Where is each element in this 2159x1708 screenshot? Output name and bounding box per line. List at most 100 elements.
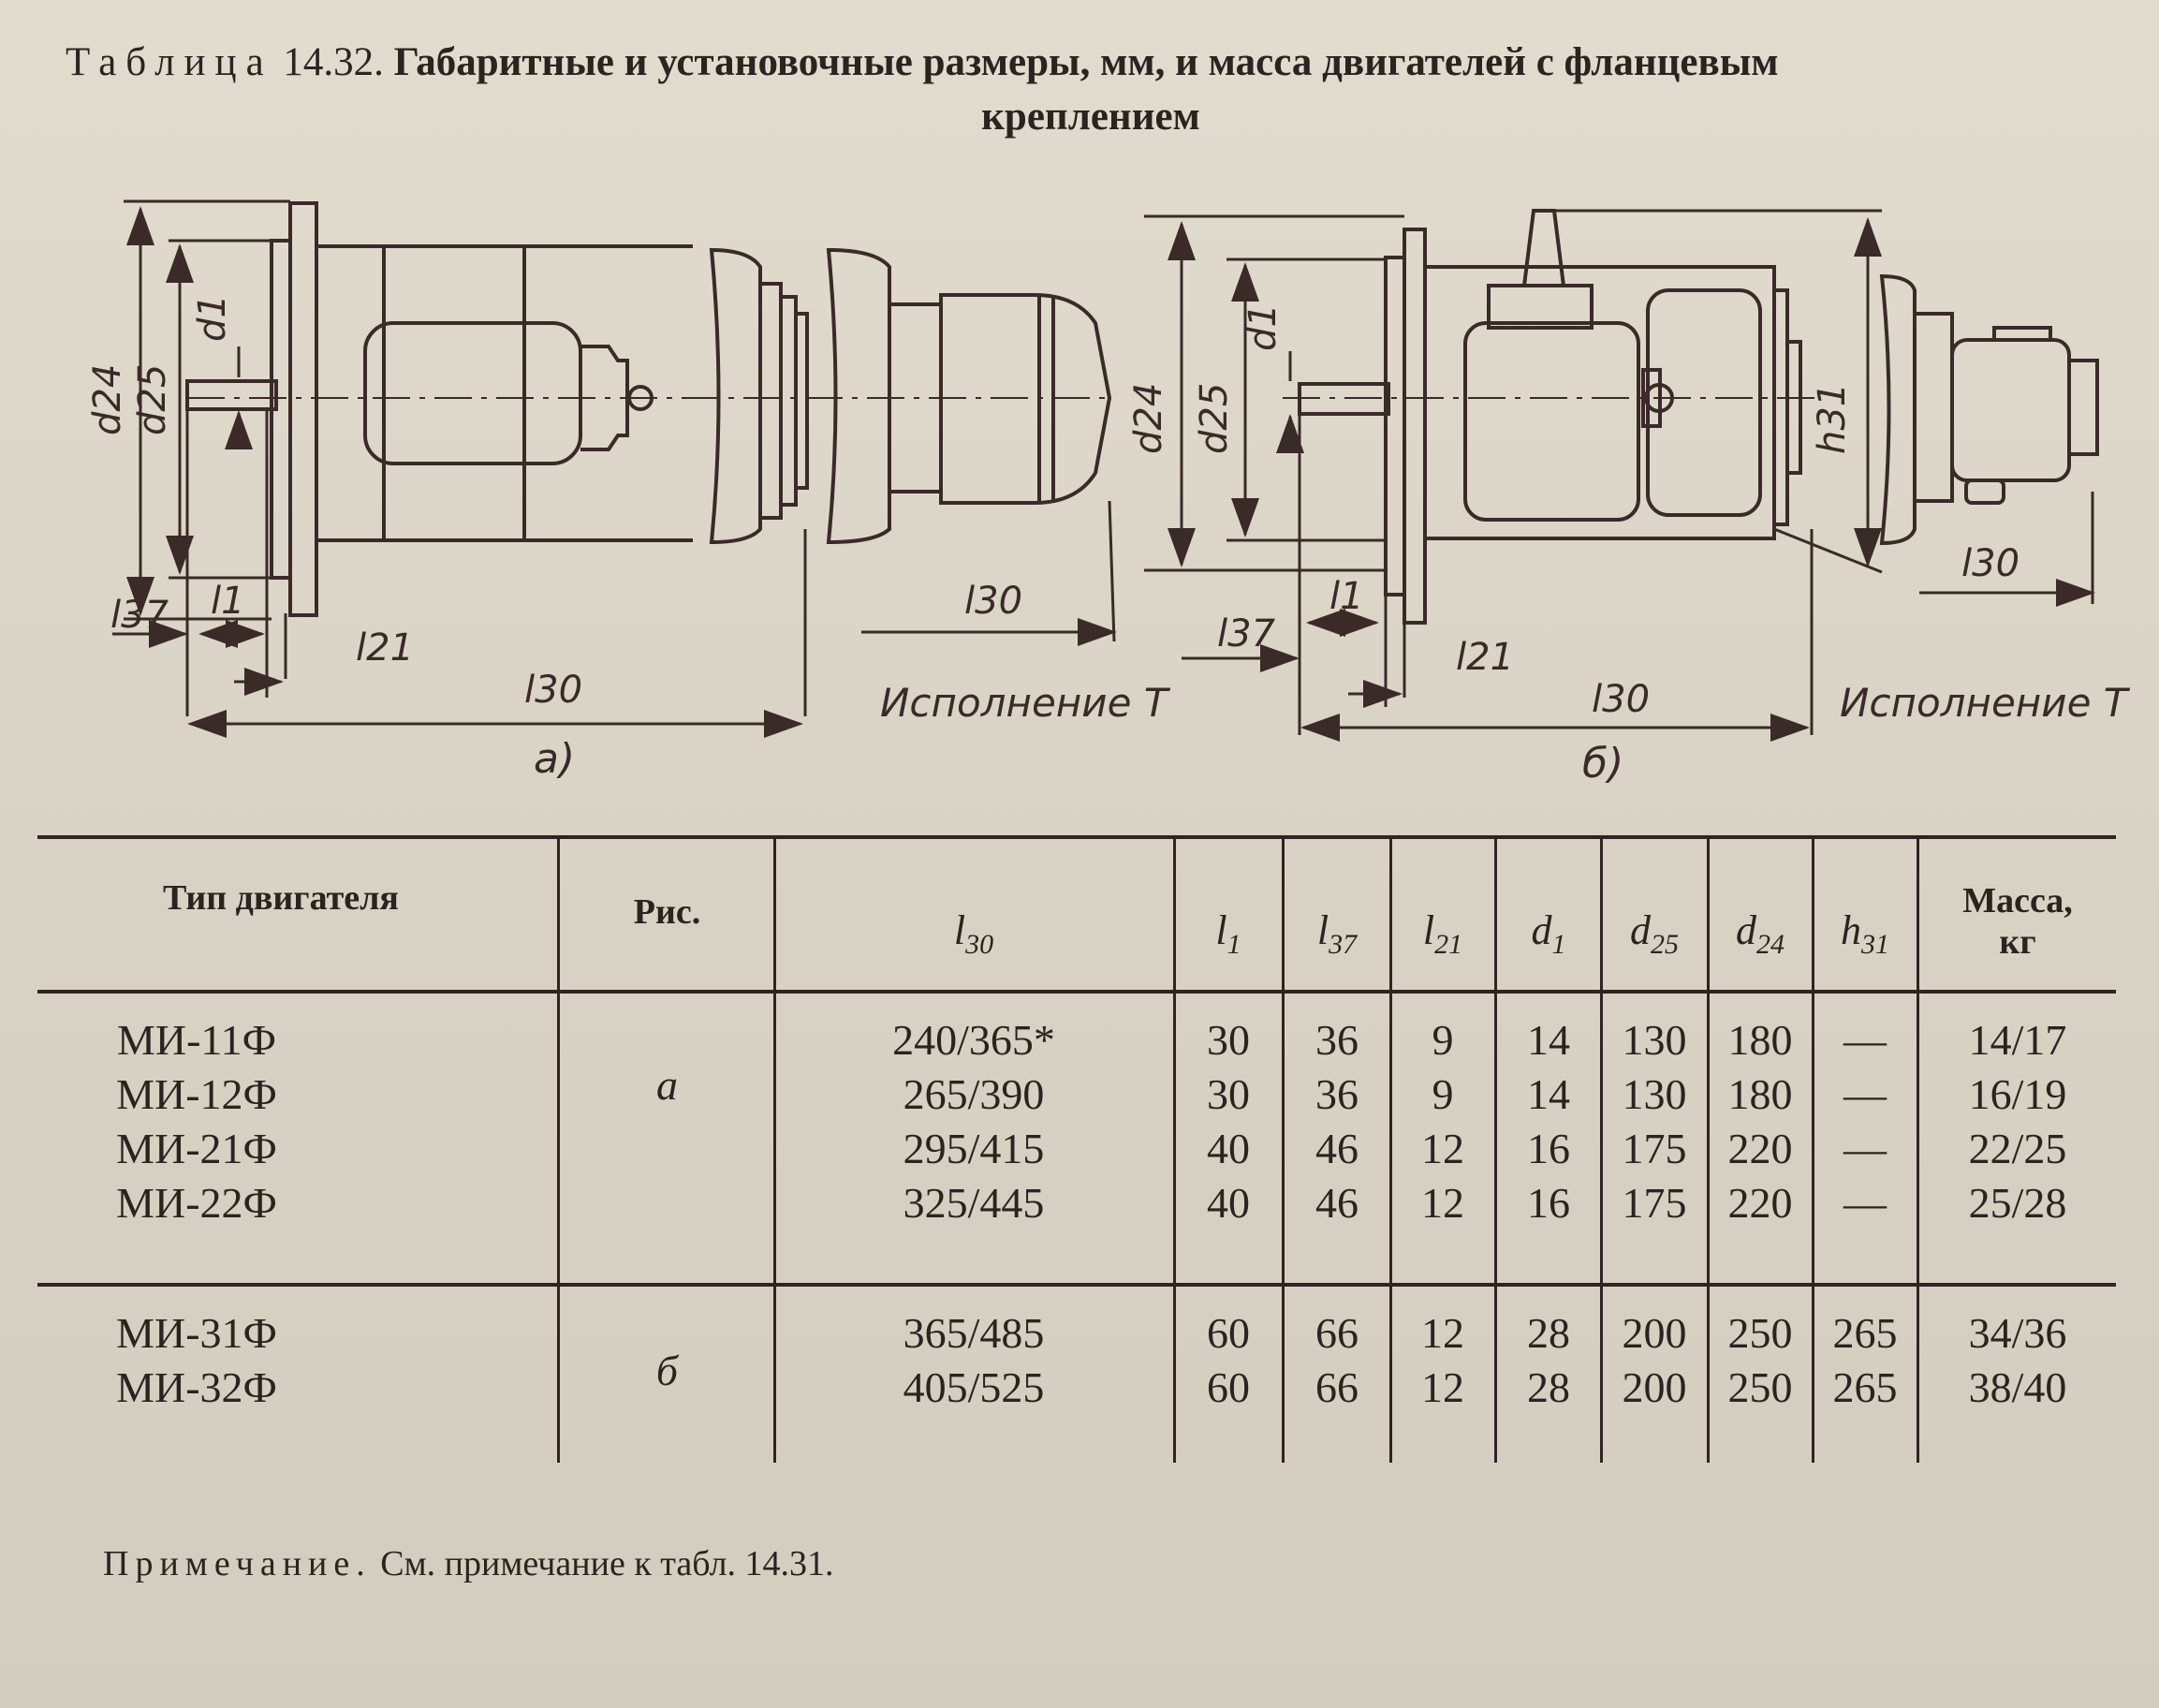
cell-l30: 325/445 — [903, 1179, 1045, 1227]
cell-l37: 66 — [1315, 1363, 1359, 1411]
cell-mass: 22/25 — [1968, 1125, 2067, 1172]
cell-d24: 180 — [1727, 1016, 1793, 1064]
cell-h31: — — [1843, 1125, 1887, 1172]
cell-l37: 36 — [1315, 1016, 1359, 1064]
header-h31: h31 — [1841, 907, 1889, 960]
cell-l30: 365/485 — [903, 1309, 1045, 1357]
cell-d1: 28 — [1527, 1309, 1570, 1357]
cell-d25: 175 — [1622, 1179, 1687, 1227]
col-rule — [1389, 835, 1392, 1463]
cell-d24: 250 — [1727, 1309, 1793, 1357]
col-rule — [1707, 835, 1710, 1463]
header-l21: l21 — [1422, 907, 1463, 960]
cell-type: МИ-22Ф — [116, 1179, 277, 1227]
col-rule — [1917, 835, 1919, 1463]
cell-l37: 46 — [1315, 1179, 1359, 1227]
figure-label: а) — [534, 735, 575, 783]
cell-l1: 40 — [1207, 1179, 1250, 1227]
col-rule — [557, 835, 560, 1463]
figure-label: б) — [1582, 740, 1623, 788]
header-fig: Рис. — [633, 892, 701, 932]
dim-label: d1 — [191, 294, 234, 342]
cell-l21: 12 — [1421, 1363, 1464, 1411]
cell-type: МИ-31Ф — [116, 1309, 277, 1357]
caption-number: 14.32. — [283, 40, 384, 84]
cell-mass: 38/40 — [1968, 1363, 2067, 1411]
dim-label: l30 — [1961, 542, 2019, 585]
dim-label: l37 — [1217, 612, 1276, 655]
dim-label: d24 — [86, 364, 129, 435]
col-rule — [773, 835, 776, 1463]
fig-cell: б — [655, 1347, 679, 1394]
cell-l30: 240/365* — [892, 1016, 1055, 1064]
col-rule — [1173, 835, 1176, 1463]
cell-d25: 130 — [1622, 1070, 1687, 1118]
variant-label: Исполнение Т — [1840, 680, 2131, 726]
cell-d1: 14 — [1527, 1070, 1570, 1118]
cell-d1: 14 — [1527, 1016, 1570, 1064]
caption-title: Габаритные и установочные размеры, мм, и… — [393, 40, 1779, 84]
figure-b-motor — [1144, 209, 2099, 742]
cell-l21: 12 — [1421, 1125, 1464, 1172]
table-top-rule — [37, 835, 2116, 839]
dim-label: l1 — [1329, 575, 1364, 618]
cell-l37: 66 — [1315, 1309, 1359, 1357]
header-l30: l30 — [953, 907, 994, 960]
caption-label: Таблица — [66, 40, 273, 84]
cell-mass: 14/17 — [1968, 1016, 2067, 1064]
table-row: МИ-31Ф 365/485 60 66 12 28 200 250 265 3… — [37, 1308, 2116, 1361]
dim-label: l37 — [110, 594, 169, 637]
dim-label: l30 — [524, 669, 582, 712]
cell-l1: 60 — [1207, 1363, 1250, 1411]
dim-label: d25 — [131, 364, 174, 435]
cell-d25: 200 — [1622, 1363, 1687, 1411]
col-rule — [1282, 835, 1285, 1463]
cell-d25: 200 — [1622, 1309, 1687, 1357]
cell-type: МИ-21Ф — [116, 1125, 277, 1172]
dim-label: d1 — [1241, 303, 1285, 351]
header-type: Тип двигателя — [162, 878, 399, 918]
table-row: МИ-21Ф 295/415 40 46 12 16 175 220 — 22/… — [37, 1124, 2116, 1176]
cell-mass: 25/28 — [1968, 1179, 2067, 1227]
dim-label: h31 — [1811, 383, 1854, 454]
header-l1: l1 — [1215, 907, 1241, 960]
cell-type: МИ-11Ф — [116, 1016, 277, 1064]
cell-mass: 34/36 — [1968, 1309, 2067, 1357]
table-row: МИ-11Ф 240/365* 30 36 9 14 130 180 — 14/… — [37, 1015, 2116, 1068]
note-text: См. примечание к табл. 14.31. — [380, 1544, 834, 1583]
header-rule — [37, 990, 2116, 994]
table-row: МИ-22Ф 325/445 40 46 12 16 175 220 — 25/… — [37, 1178, 2116, 1230]
cell-l37: 46 — [1315, 1125, 1359, 1172]
header-d25: d25 — [1630, 907, 1679, 960]
cell-l30: 265/390 — [903, 1070, 1045, 1118]
table-row: МИ-32Ф 405/525 60 66 12 28 200 250 265 3… — [37, 1362, 2116, 1415]
cell-l21: 12 — [1421, 1179, 1464, 1227]
cell-l1: 40 — [1207, 1125, 1250, 1172]
cell-l1: 30 — [1207, 1016, 1250, 1064]
cell-d1: 28 — [1527, 1363, 1570, 1411]
motor-drawings: d24 d25 d1 l37 l1 l21 l30 l30 Исполнение… — [86, 199, 2131, 788]
header-mass: Масса, кг — [1962, 881, 2073, 962]
dimensions-table: Тип двигателя Рис. l30 l1 l37 l21 d1 d25… — [37, 835, 2116, 1472]
cell-h31: 265 — [1832, 1309, 1898, 1357]
header-d24: d24 — [1736, 907, 1784, 960]
group-rule — [37, 1283, 2116, 1287]
cell-l21: 9 — [1432, 1070, 1454, 1118]
dim-label: d25 — [1193, 383, 1236, 454]
cell-l21: 9 — [1432, 1016, 1454, 1064]
dim-label: l21 — [356, 626, 414, 670]
cell-d24: 220 — [1727, 1179, 1793, 1227]
fig-cell: а — [656, 1061, 678, 1109]
cell-l1: 30 — [1207, 1070, 1250, 1118]
col-rule — [1494, 835, 1497, 1463]
cell-l1: 60 — [1207, 1309, 1250, 1357]
dim-label: l30 — [964, 580, 1022, 623]
cell-d24: 220 — [1727, 1125, 1793, 1172]
col-rule — [1812, 835, 1814, 1463]
figure-a-motor — [112, 199, 1117, 738]
cell-h31: 265 — [1832, 1363, 1898, 1411]
header-d1: d1 — [1531, 907, 1566, 960]
cell-d1: 16 — [1527, 1179, 1570, 1227]
cell-d25: 130 — [1622, 1016, 1687, 1064]
